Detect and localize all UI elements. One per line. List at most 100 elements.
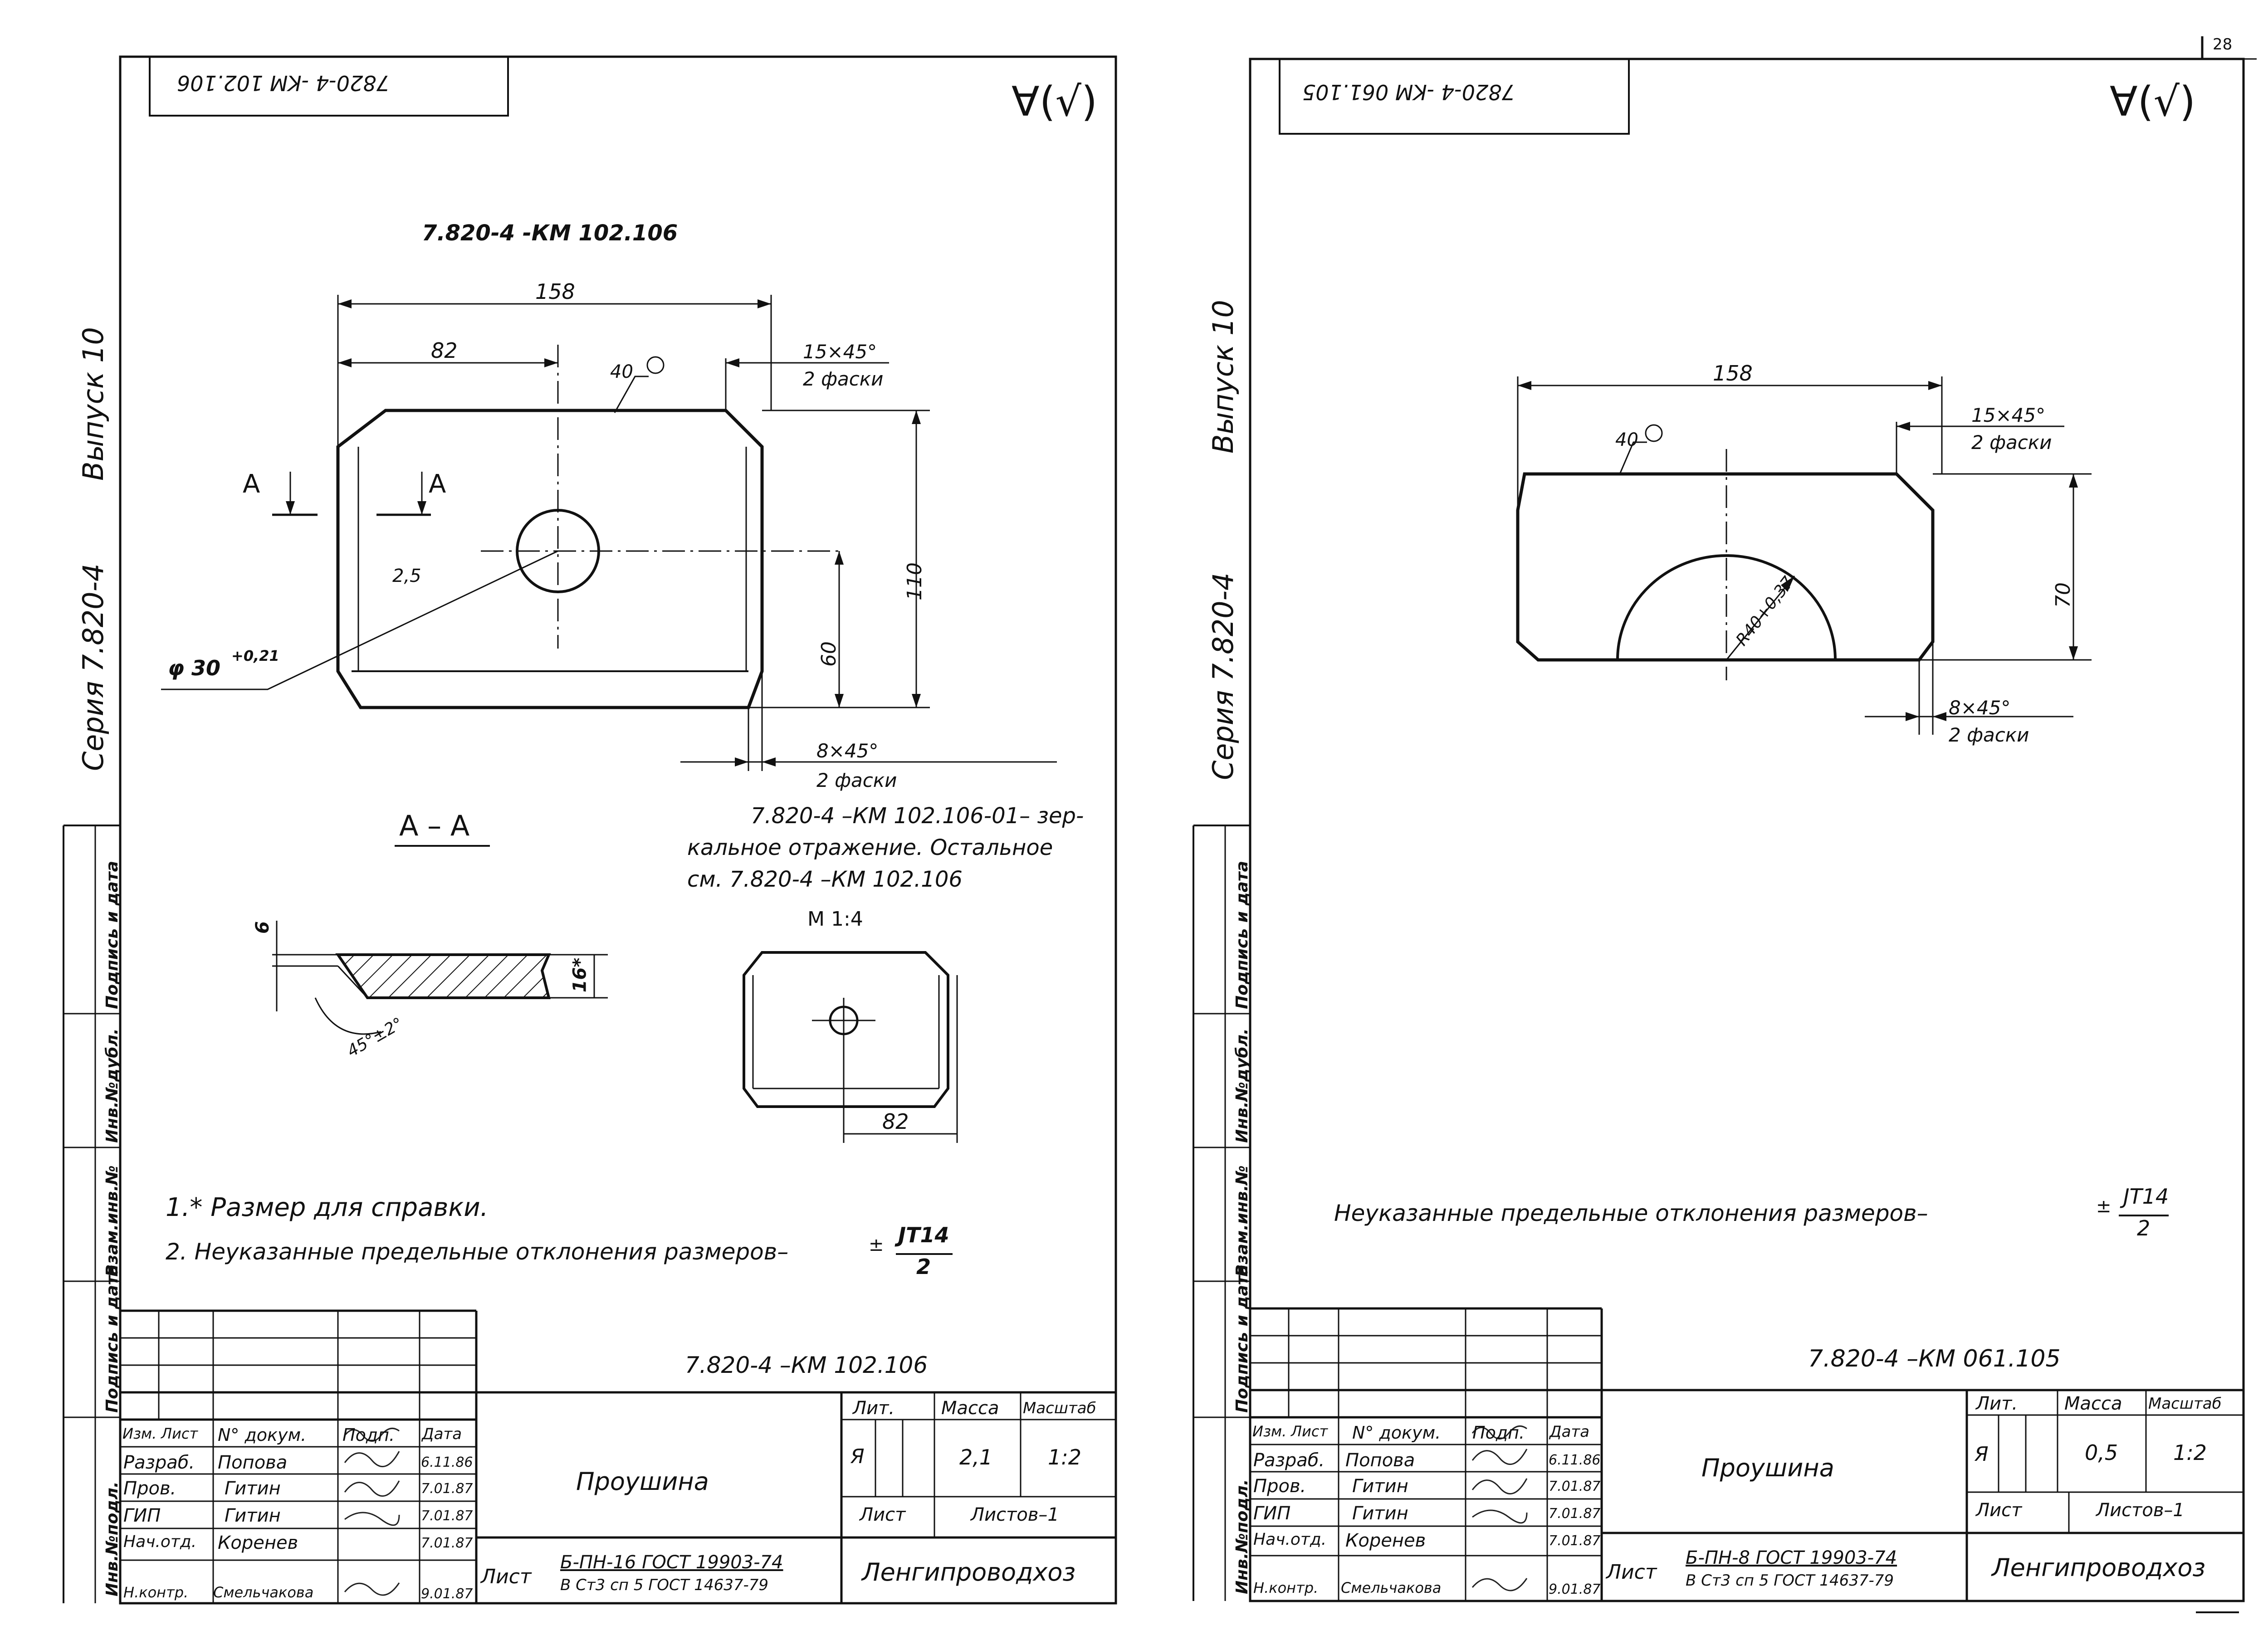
- tb-date-4: 7.01.87: [421, 1535, 473, 1551]
- tb-h-sign: Подп.: [342, 1425, 395, 1445]
- tb-lit-label: Лит.: [853, 1398, 895, 1419]
- tb-sheet-label: Лист: [860, 1504, 906, 1525]
- tb-name-4: Коренев: [218, 1533, 298, 1553]
- tb-lit-label: Лит.: [1976, 1393, 2018, 1414]
- note-1: Неуказанные предельные отклонения размер…: [1334, 1200, 1928, 1226]
- dim-hole-dia: φ 30: [168, 656, 221, 680]
- tb-h-doc: N° докум.: [1352, 1423, 1441, 1443]
- side-col-1: Инв.№подл.: [1233, 1479, 1251, 1595]
- dim-hole-center: 60: [817, 641, 841, 667]
- tb-role-2: Пров.: [1253, 1476, 1306, 1497]
- dim-chamfer-bottom-note: 2 фаски: [1949, 724, 2029, 746]
- dim-height: 110: [903, 562, 926, 600]
- tb-role-3: ГИП: [123, 1505, 161, 1526]
- tb-scale-value: 1:2: [2173, 1440, 2207, 1465]
- tb-org: Ленгипроводхоз: [862, 1558, 1076, 1586]
- tb-name-4: Коренев: [1345, 1530, 1426, 1551]
- tb-h-sign: Подп.: [1472, 1423, 1525, 1443]
- tb-h-list: Лист: [161, 1425, 198, 1442]
- tb-role-5: Н.контр.: [1253, 1579, 1319, 1596]
- side-issue: Выпуск 10: [77, 327, 110, 481]
- tb-name-1: Попова: [1345, 1450, 1415, 1471]
- dim-chamfer-bottom: 8×45°: [816, 740, 879, 762]
- mirror-note-line1: 7.820-4 –КМ 102.106-01– зер-: [751, 803, 1084, 829]
- sheet-left-graphics: [63, 55, 1117, 1605]
- dim-overall: 158: [1713, 361, 1753, 386]
- side-col-3: Взам.инв.№: [1233, 1165, 1251, 1277]
- tb-material-prefix: Лист: [481, 1565, 532, 1588]
- drawing-sheet-right: 7820-4 -KM 061.105 ∀(√) Серия 7.820-4 Вы…: [1139, 0, 2268, 1635]
- tb-sheets-label: Листов–1: [2096, 1500, 2185, 1521]
- dim-chamfer-top-note: 2 фаски: [1971, 431, 2052, 454]
- tolerance-num: JT14: [898, 1223, 949, 1247]
- tb-scale-label: Масштаб: [2148, 1395, 2222, 1413]
- small-view-dim: 82: [882, 1109, 909, 1134]
- dim-chamfer-top: 15×45°: [1971, 404, 2046, 426]
- tb-name-2: Гитин: [1352, 1476, 1408, 1497]
- tb-sheet-label: Лист: [1976, 1500, 2022, 1521]
- dim-hole-tol: +0,21: [231, 647, 279, 664]
- signatures: [344, 1427, 400, 1596]
- side-series: Серия 7.820-4: [77, 563, 110, 771]
- tolerance-sign: ±: [2096, 1196, 2112, 1217]
- dim-chamfer-top-note: 2 фаски: [803, 368, 884, 390]
- tb-date-3: 7.01.87: [1549, 1506, 1601, 1522]
- tb-h-izm: Изм.: [122, 1425, 157, 1442]
- tb-mass-value: 2,1: [959, 1445, 993, 1469]
- dim-chamfer-top: 15×45°: [803, 341, 877, 363]
- tb-lit-value: Я: [1975, 1443, 1989, 1466]
- tb-h-date: Дата: [1549, 1423, 1590, 1441]
- tb-date-1: 6.11.86: [421, 1454, 473, 1470]
- side-col-1: Инв.№подл.: [103, 1481, 122, 1597]
- signatures: [1471, 1425, 1528, 1591]
- tb-mass-label: Масса: [941, 1398, 999, 1419]
- note-1: 1.* Размер для справки.: [166, 1193, 489, 1222]
- side-col-3: Взам.инв.№: [103, 1165, 122, 1277]
- tb-name-5: Смельчакова: [1341, 1579, 1442, 1596]
- tb-material-top: Б-ПН-16 ГОСТ 19903-74: [560, 1552, 783, 1573]
- plate-right-view: [1516, 376, 2092, 735]
- tb-sheets-label: Листов–1: [971, 1504, 1059, 1525]
- tb-item-name: Проушина: [1701, 1454, 1834, 1482]
- dim-weld: 2,5: [392, 566, 421, 586]
- tb-name-3: Гитин: [225, 1505, 281, 1526]
- plate-small-view: [743, 951, 958, 1143]
- sheet-frame: [1249, 58, 2245, 1602]
- side-series: Серия 7.820-4: [1207, 572, 1240, 780]
- section-aa: [272, 845, 608, 1035]
- side-col-5: Подпись и дата: [1233, 861, 1251, 1009]
- tb-role-3: ГИП: [1253, 1503, 1291, 1524]
- tb-role-4: Нач.отд.: [123, 1533, 197, 1551]
- tolerance-den: 2: [2137, 1216, 2151, 1240]
- tolerance-num: JT14: [2123, 1184, 2169, 1209]
- tb-item-name: Проушина: [576, 1467, 709, 1496]
- tb-scale-value: 1:2: [1048, 1445, 1082, 1469]
- roughness-mark: ∀(√): [2110, 78, 2196, 126]
- scale-label: М 1:4: [807, 908, 863, 931]
- tb-designation: 7.820-4 –КМ 061.105: [1808, 1345, 2061, 1372]
- designation-stamp: 7820-4 -KM 102.106: [177, 71, 390, 95]
- tb-date-3: 7.01.87: [421, 1508, 473, 1524]
- dim-half: 82: [431, 338, 458, 363]
- tb-name-1: Попова: [218, 1452, 288, 1473]
- side-issue: Выпуск 10: [1207, 300, 1240, 454]
- tolerance-den: 2: [916, 1254, 931, 1279]
- side-col-4: Инв.№дубл.: [1233, 1028, 1251, 1143]
- tb-role-4: Нач.отд.: [1253, 1530, 1327, 1549]
- section-arrow-left: A: [243, 469, 260, 499]
- tb-name-2: Гитин: [225, 1478, 281, 1499]
- tb-material-prefix: Лист: [1606, 1561, 1657, 1584]
- tb-material-bottom: В Ст3 сп 5 ГОСТ 14637-79: [1686, 1572, 1894, 1590]
- tb-date-2: 7.01.87: [421, 1481, 473, 1497]
- dim-overall: 158: [535, 279, 575, 304]
- tb-role-2: Пров.: [123, 1478, 176, 1499]
- tb-date-1: 6.11.86: [1549, 1452, 1601, 1468]
- mirror-note-line2: кальное отражение. Остальное: [687, 835, 1053, 860]
- tb-date-4: 7.01.87: [1549, 1533, 1601, 1549]
- drawing-sheet-left: 7820-4 -KM 102.106 ∀(√) 7.820-4 -КМ 102.…: [63, 55, 1117, 1605]
- section-thickness: 6: [252, 921, 273, 934]
- section-arrow-right: A: [429, 469, 446, 499]
- tb-role-5: Н.контр.: [123, 1584, 189, 1601]
- tb-org: Ленгипроводхоз: [1992, 1553, 2206, 1582]
- sheet-right-graphics: [1193, 58, 2245, 1613]
